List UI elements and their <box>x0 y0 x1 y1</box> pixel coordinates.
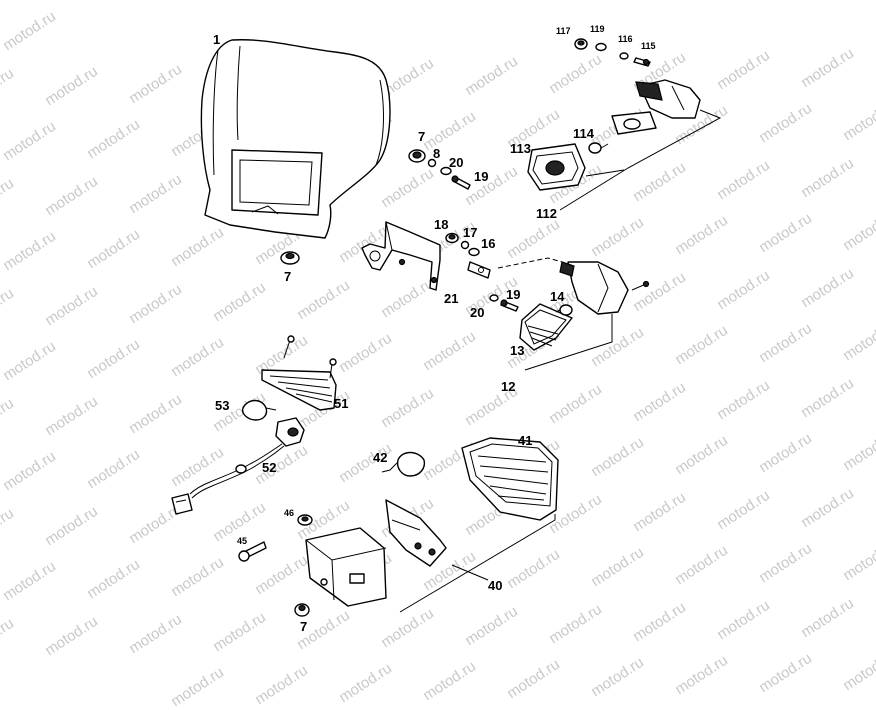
label-part-18: 18 <box>434 217 449 232</box>
label-part-115: 115 <box>641 41 656 51</box>
watermark-text: motod.ru <box>168 663 227 710</box>
watermark-text: motod.ru <box>504 655 563 703</box>
label-part-119: 119 <box>590 24 605 34</box>
indicator-lower <box>497 257 650 371</box>
label-part-19-b: 19 <box>506 287 521 302</box>
label-part-41: 41 <box>518 433 533 448</box>
grommet-top <box>280 251 300 265</box>
label-part-19-a: 19 <box>474 169 489 184</box>
label-part-52: 52 <box>262 460 277 475</box>
label-part-113: 113 <box>510 141 531 156</box>
label-part-7-c: 7 <box>300 619 308 634</box>
label-part-20-b: 20 <box>470 305 485 320</box>
label-part-12: 12 <box>501 379 516 394</box>
label-part-45: 45 <box>237 536 248 546</box>
watermark-text: motod.ru <box>588 653 647 701</box>
label-part-117: 117 <box>556 26 571 36</box>
watermark-text: motod.ru <box>420 657 479 705</box>
label-part-13: 13 <box>510 343 525 358</box>
tail-light <box>238 437 559 617</box>
label-part-7-b: 7 <box>418 129 426 144</box>
label-part-116: 116 <box>618 34 633 44</box>
watermark-text: motod.ru <box>252 661 311 709</box>
label-part-8: 8 <box>433 146 441 161</box>
watermark-text: motod.ru <box>672 651 731 699</box>
headlight-mask <box>200 39 391 239</box>
label-part-112: 112 <box>536 206 557 221</box>
label-part-16: 16 <box>481 236 496 251</box>
label-part-114: 114 <box>573 126 594 141</box>
parts-diagram: motod.ru motod.ru motod.ru motod.ru motod.ru… <box>0 8 876 710</box>
bracket <box>361 221 441 291</box>
label-part-42: 42 <box>373 450 388 465</box>
label-part-17: 17 <box>463 225 478 240</box>
label-part-40: 40 <box>488 578 503 593</box>
label-part-21: 21 <box>444 291 459 306</box>
diagram-drawing <box>171 38 722 617</box>
plate-light <box>171 335 337 515</box>
watermark-text: motod.ru <box>336 659 395 707</box>
label-part-51: 51 <box>334 396 349 411</box>
label-part-7-a: 7 <box>284 269 292 284</box>
label-part-1: 1 <box>213 32 221 47</box>
fasteners-mid <box>445 232 491 279</box>
label-part-14-a: 14 <box>550 289 565 304</box>
label-part-53: 53 <box>215 398 230 413</box>
indicator-upper <box>527 38 722 211</box>
label-part-20-a: 20 <box>449 155 464 170</box>
label-part-46: 46 <box>284 508 295 518</box>
fasteners-top <box>408 149 471 190</box>
fasteners-lower <box>489 294 519 312</box>
